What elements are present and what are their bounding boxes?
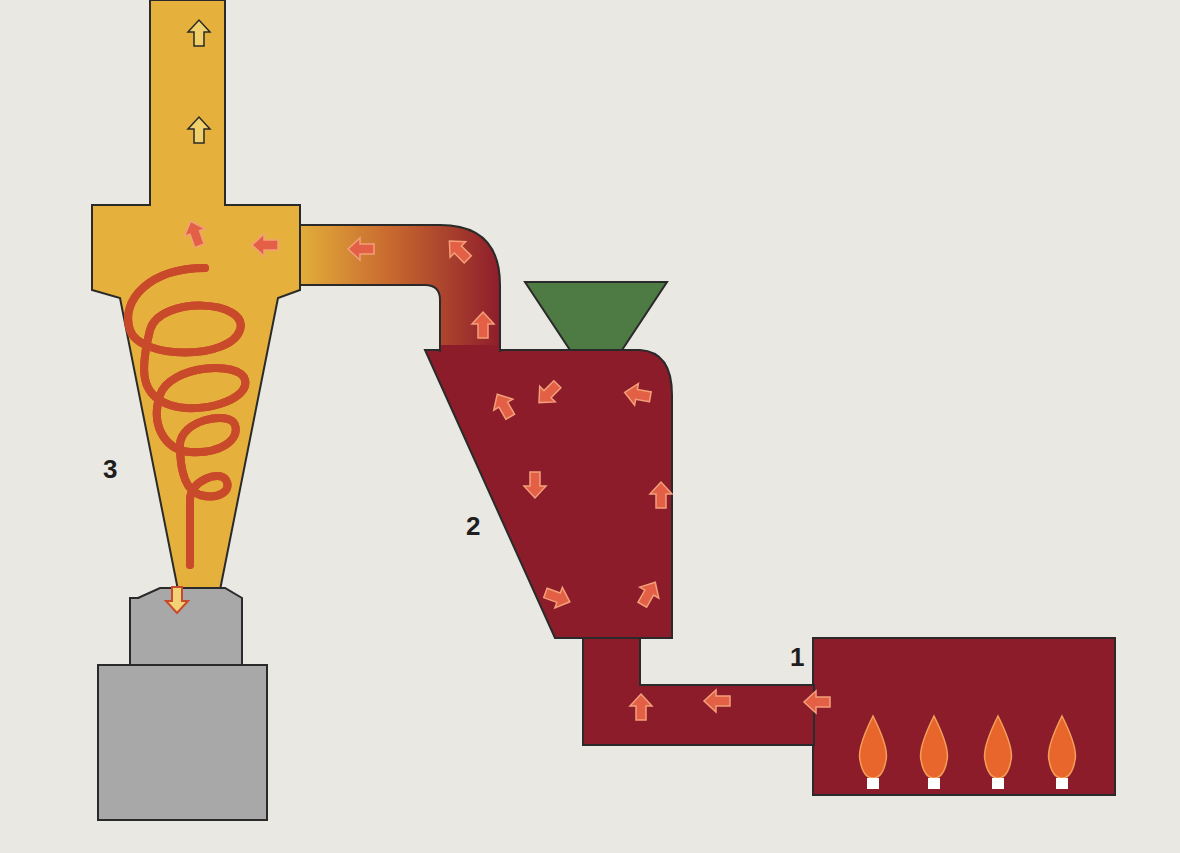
burner-flames xyxy=(860,716,1076,778)
feed-hopper xyxy=(525,282,667,350)
duct-upper xyxy=(300,225,500,351)
callout-number: 1 xyxy=(790,644,804,670)
callout-number: 3 xyxy=(103,456,117,482)
callout-number: 2 xyxy=(466,513,480,539)
flow-arrow xyxy=(166,587,188,613)
duct-lower xyxy=(583,630,814,745)
drying-chamber xyxy=(425,350,672,638)
exhaust-arrows xyxy=(188,20,210,143)
cyclone-spiral xyxy=(128,268,245,565)
furnace xyxy=(813,638,1115,795)
burner-nozzles xyxy=(867,778,1068,789)
hot-air-arrows xyxy=(180,217,830,720)
collector-neck xyxy=(130,588,242,666)
cyclone xyxy=(92,0,300,590)
collector-bin xyxy=(98,665,267,820)
